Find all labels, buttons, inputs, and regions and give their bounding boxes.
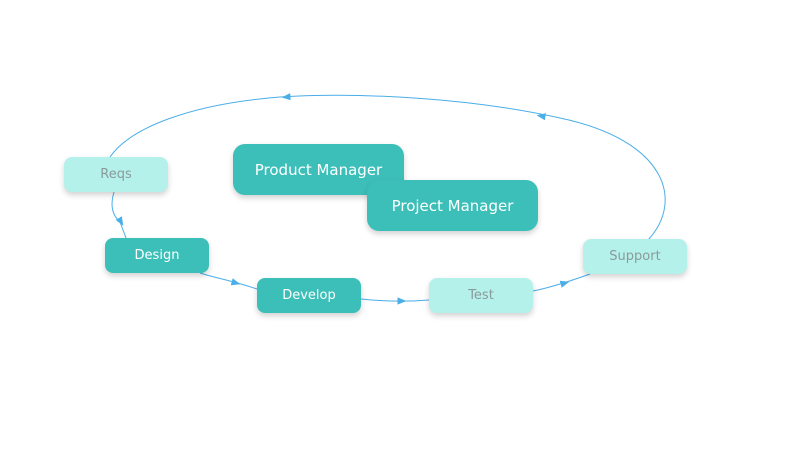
connector-develop-test [360,298,430,302]
node-develop[interactable]: Develop [257,278,361,313]
connector-test-support [532,273,591,292]
node-reqs[interactable]: Reqs [64,157,168,192]
node-design[interactable]: Design [105,238,209,273]
node-develop-label: Develop [282,288,336,303]
node-test[interactable]: Test [429,278,533,313]
node-support-label: Support [609,249,661,264]
node-project-manager-label: Project Manager [391,196,514,215]
connector-reqs-design [111,191,127,239]
node-product-manager-label: Product Manager [254,160,383,179]
connector-design-develop [199,272,258,290]
node-design-label: Design [134,248,180,263]
node-test-label: Test [468,288,494,303]
connector-support-reqs-loop [109,94,666,241]
node-support[interactable]: Support [583,239,687,274]
node-project-manager[interactable]: Project Manager [367,180,538,231]
node-reqs-label: Reqs [100,167,132,182]
